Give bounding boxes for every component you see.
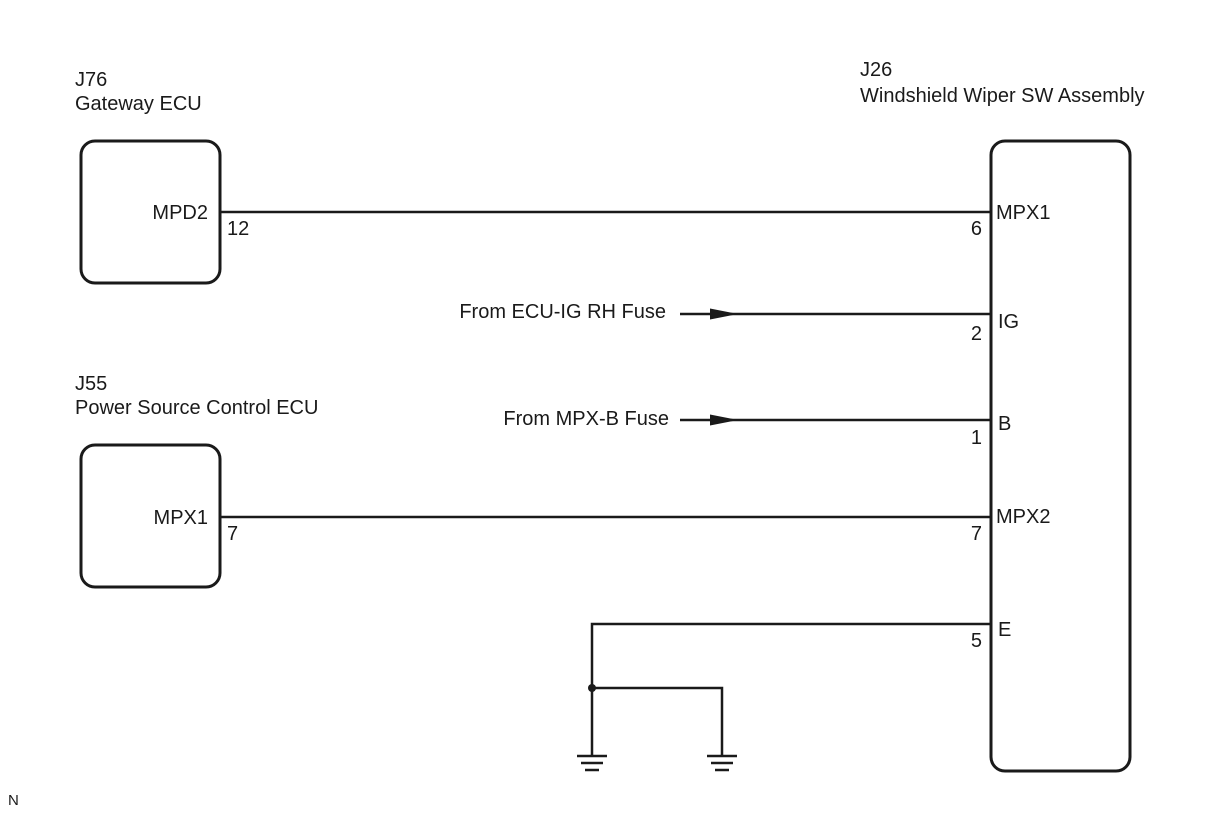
gateway-ecu-name: Gateway ECU xyxy=(75,93,202,115)
diagram-code: N xyxy=(8,792,19,809)
wiper-pin-ig: 2 xyxy=(971,323,982,345)
power-source-terminal-label: MPX1 xyxy=(154,507,208,529)
ground-junction-dot xyxy=(588,684,596,692)
wiper-terminal-b: B xyxy=(998,413,1011,435)
wiper-pin-e: 5 xyxy=(971,630,982,652)
wire-ground-branch xyxy=(592,686,724,755)
wiper-terminal-ig: IG xyxy=(998,311,1019,333)
power-source-pin: 7 xyxy=(227,523,238,545)
wiper-pin-mpx1: 6 xyxy=(971,218,982,240)
wiper-terminal-mpx1: MPX1 xyxy=(996,202,1050,224)
arrow-ig-icon xyxy=(710,308,738,320)
gateway-ecu-id: J76 xyxy=(75,69,107,91)
wiper-terminal-e: E xyxy=(998,619,1011,641)
source-b-label: From MPX-B Fuse xyxy=(503,408,669,430)
wiper-sw-name: Windshield Wiper SW Assembly xyxy=(860,85,1145,107)
ground-icon xyxy=(577,754,607,772)
source-ig-label: From ECU-IG RH Fuse xyxy=(459,301,666,323)
arrow-b-icon xyxy=(710,414,738,426)
wiper-pin-b: 1 xyxy=(971,427,982,449)
gateway-pin: 12 xyxy=(227,218,249,240)
wire-ground-main xyxy=(590,622,991,755)
wiper-sw-box xyxy=(989,139,1132,773)
gateway-terminal-label: MPD2 xyxy=(152,202,208,224)
wiper-pin-mpx2: 7 xyxy=(971,523,982,545)
wiper-sw-id: J26 xyxy=(860,59,892,81)
ground-icon xyxy=(707,754,737,772)
wiper-terminal-mpx2: MPX2 xyxy=(996,506,1050,528)
power-source-ecu-id: J55 xyxy=(75,373,107,395)
power-source-ecu-name: Power Source Control ECU xyxy=(75,397,318,419)
